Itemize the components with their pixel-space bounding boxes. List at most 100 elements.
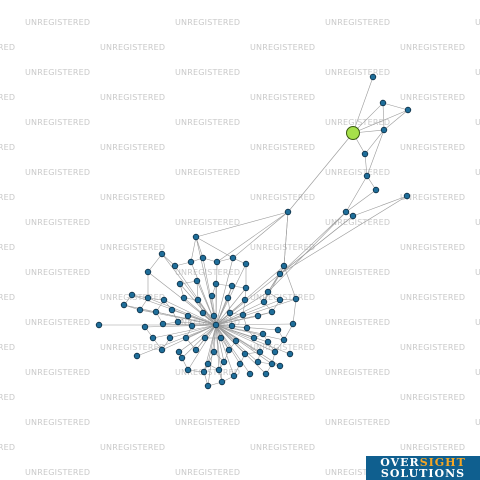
entity-node[interactable] [210, 348, 218, 356]
entity-node[interactable] [349, 212, 357, 220]
entity-node[interactable] [380, 126, 388, 134]
entity-node[interactable] [188, 322, 196, 330]
entity-node[interactable] [133, 352, 141, 360]
entity-node[interactable] [144, 268, 152, 276]
entity-node[interactable] [230, 372, 238, 380]
entity-node[interactable] [256, 348, 264, 356]
entity-node[interactable] [208, 292, 216, 300]
entity-node[interactable] [239, 311, 247, 319]
entity-node[interactable] [259, 330, 267, 338]
entity-node[interactable] [192, 346, 200, 354]
entity-node[interactable] [176, 280, 184, 288]
entity-node[interactable] [166, 334, 174, 342]
entity-node[interactable] [268, 308, 276, 316]
entity-node[interactable] [276, 296, 284, 304]
entity-node[interactable] [218, 378, 226, 386]
entity-node[interactable] [184, 366, 192, 374]
entity-node[interactable] [274, 326, 282, 334]
entity-node[interactable] [243, 324, 251, 332]
entity-node[interactable] [241, 296, 249, 304]
entity-node[interactable] [213, 258, 221, 266]
entity-node[interactable] [276, 270, 284, 278]
entity-node[interactable] [280, 262, 288, 270]
entity-node[interactable] [289, 320, 297, 328]
entity-node[interactable] [158, 346, 166, 354]
entity-node[interactable] [136, 306, 144, 314]
entity-node[interactable] [152, 308, 160, 316]
entity-node[interactable] [178, 354, 186, 362]
entity-node[interactable] [192, 233, 200, 241]
entity-node[interactable] [180, 294, 188, 302]
entity-node[interactable] [220, 358, 228, 366]
watermark-text: UNREGISTERED [325, 368, 390, 377]
entity-node[interactable] [212, 280, 220, 288]
entity-node[interactable] [236, 360, 244, 368]
entity-node[interactable] [369, 73, 377, 81]
entity-node[interactable] [232, 337, 240, 345]
entity-node[interactable] [271, 348, 279, 356]
entity-node[interactable] [204, 360, 212, 368]
entity-node[interactable] [95, 321, 103, 329]
entity-node[interactable] [200, 368, 208, 376]
entity-node[interactable] [210, 312, 218, 320]
entity-node[interactable] [182, 334, 190, 342]
entity-node[interactable] [246, 370, 254, 378]
watermark-text: UNREGISTERED [250, 443, 315, 452]
entity-node[interactable] [160, 296, 168, 304]
entity-node[interactable] [361, 150, 369, 158]
entity-node[interactable] [284, 208, 292, 216]
entity-node[interactable] [276, 362, 284, 370]
entity-node[interactable] [159, 320, 167, 328]
entity-node[interactable] [379, 99, 387, 107]
entity-node[interactable] [268, 360, 276, 368]
entity-node[interactable] [144, 294, 152, 302]
entity-node[interactable] [225, 346, 233, 354]
entity-node[interactable] [204, 382, 212, 390]
entity-node[interactable] [403, 192, 411, 200]
entity-node[interactable] [193, 277, 201, 285]
entity-node[interactable] [254, 312, 262, 320]
entity-node[interactable] [174, 318, 182, 326]
focus-entity-node[interactable] [346, 126, 360, 140]
entity-node[interactable] [242, 284, 250, 292]
entity-node[interactable] [215, 366, 223, 374]
entity-node[interactable] [254, 358, 262, 366]
entity-node[interactable] [141, 323, 149, 331]
entity-node[interactable] [175, 348, 183, 356]
entity-node[interactable] [228, 282, 236, 290]
entity-node[interactable] [171, 262, 179, 270]
entity-node[interactable] [260, 298, 268, 306]
entity-node[interactable] [168, 306, 176, 314]
entity-node[interactable] [292, 295, 300, 303]
entity-node[interactable] [199, 254, 207, 262]
entity-node[interactable] [228, 322, 236, 330]
entity-node[interactable] [342, 208, 350, 216]
entity-node[interactable] [201, 334, 209, 342]
entity-node[interactable] [184, 312, 192, 320]
entity-node[interactable] [372, 186, 380, 194]
entity-node[interactable] [187, 258, 195, 266]
entity-node[interactable] [264, 338, 272, 346]
entity-node[interactable] [280, 336, 288, 344]
entity-node[interactable] [241, 350, 249, 358]
entity-node[interactable] [224, 294, 232, 302]
entity-node[interactable] [363, 172, 371, 180]
entity-node[interactable] [158, 250, 166, 258]
entity-node[interactable] [264, 288, 272, 296]
entity-node[interactable] [226, 309, 234, 317]
entity-node[interactable] [217, 334, 225, 342]
entity-node[interactable] [149, 334, 157, 342]
entity-node[interactable] [262, 370, 270, 378]
entity-node[interactable] [250, 334, 258, 342]
entity-node[interactable] [229, 254, 237, 262]
entity-node[interactable] [242, 260, 250, 268]
entity-node[interactable] [128, 291, 136, 299]
node-layer [95, 73, 412, 390]
entity-node[interactable] [120, 301, 128, 309]
entity-node[interactable] [194, 296, 202, 304]
entity-node[interactable] [212, 321, 220, 329]
watermark-text: UNREGISTERED [175, 218, 240, 227]
entity-node[interactable] [199, 309, 207, 317]
entity-node[interactable] [286, 350, 294, 358]
entity-node[interactable] [404, 106, 412, 114]
